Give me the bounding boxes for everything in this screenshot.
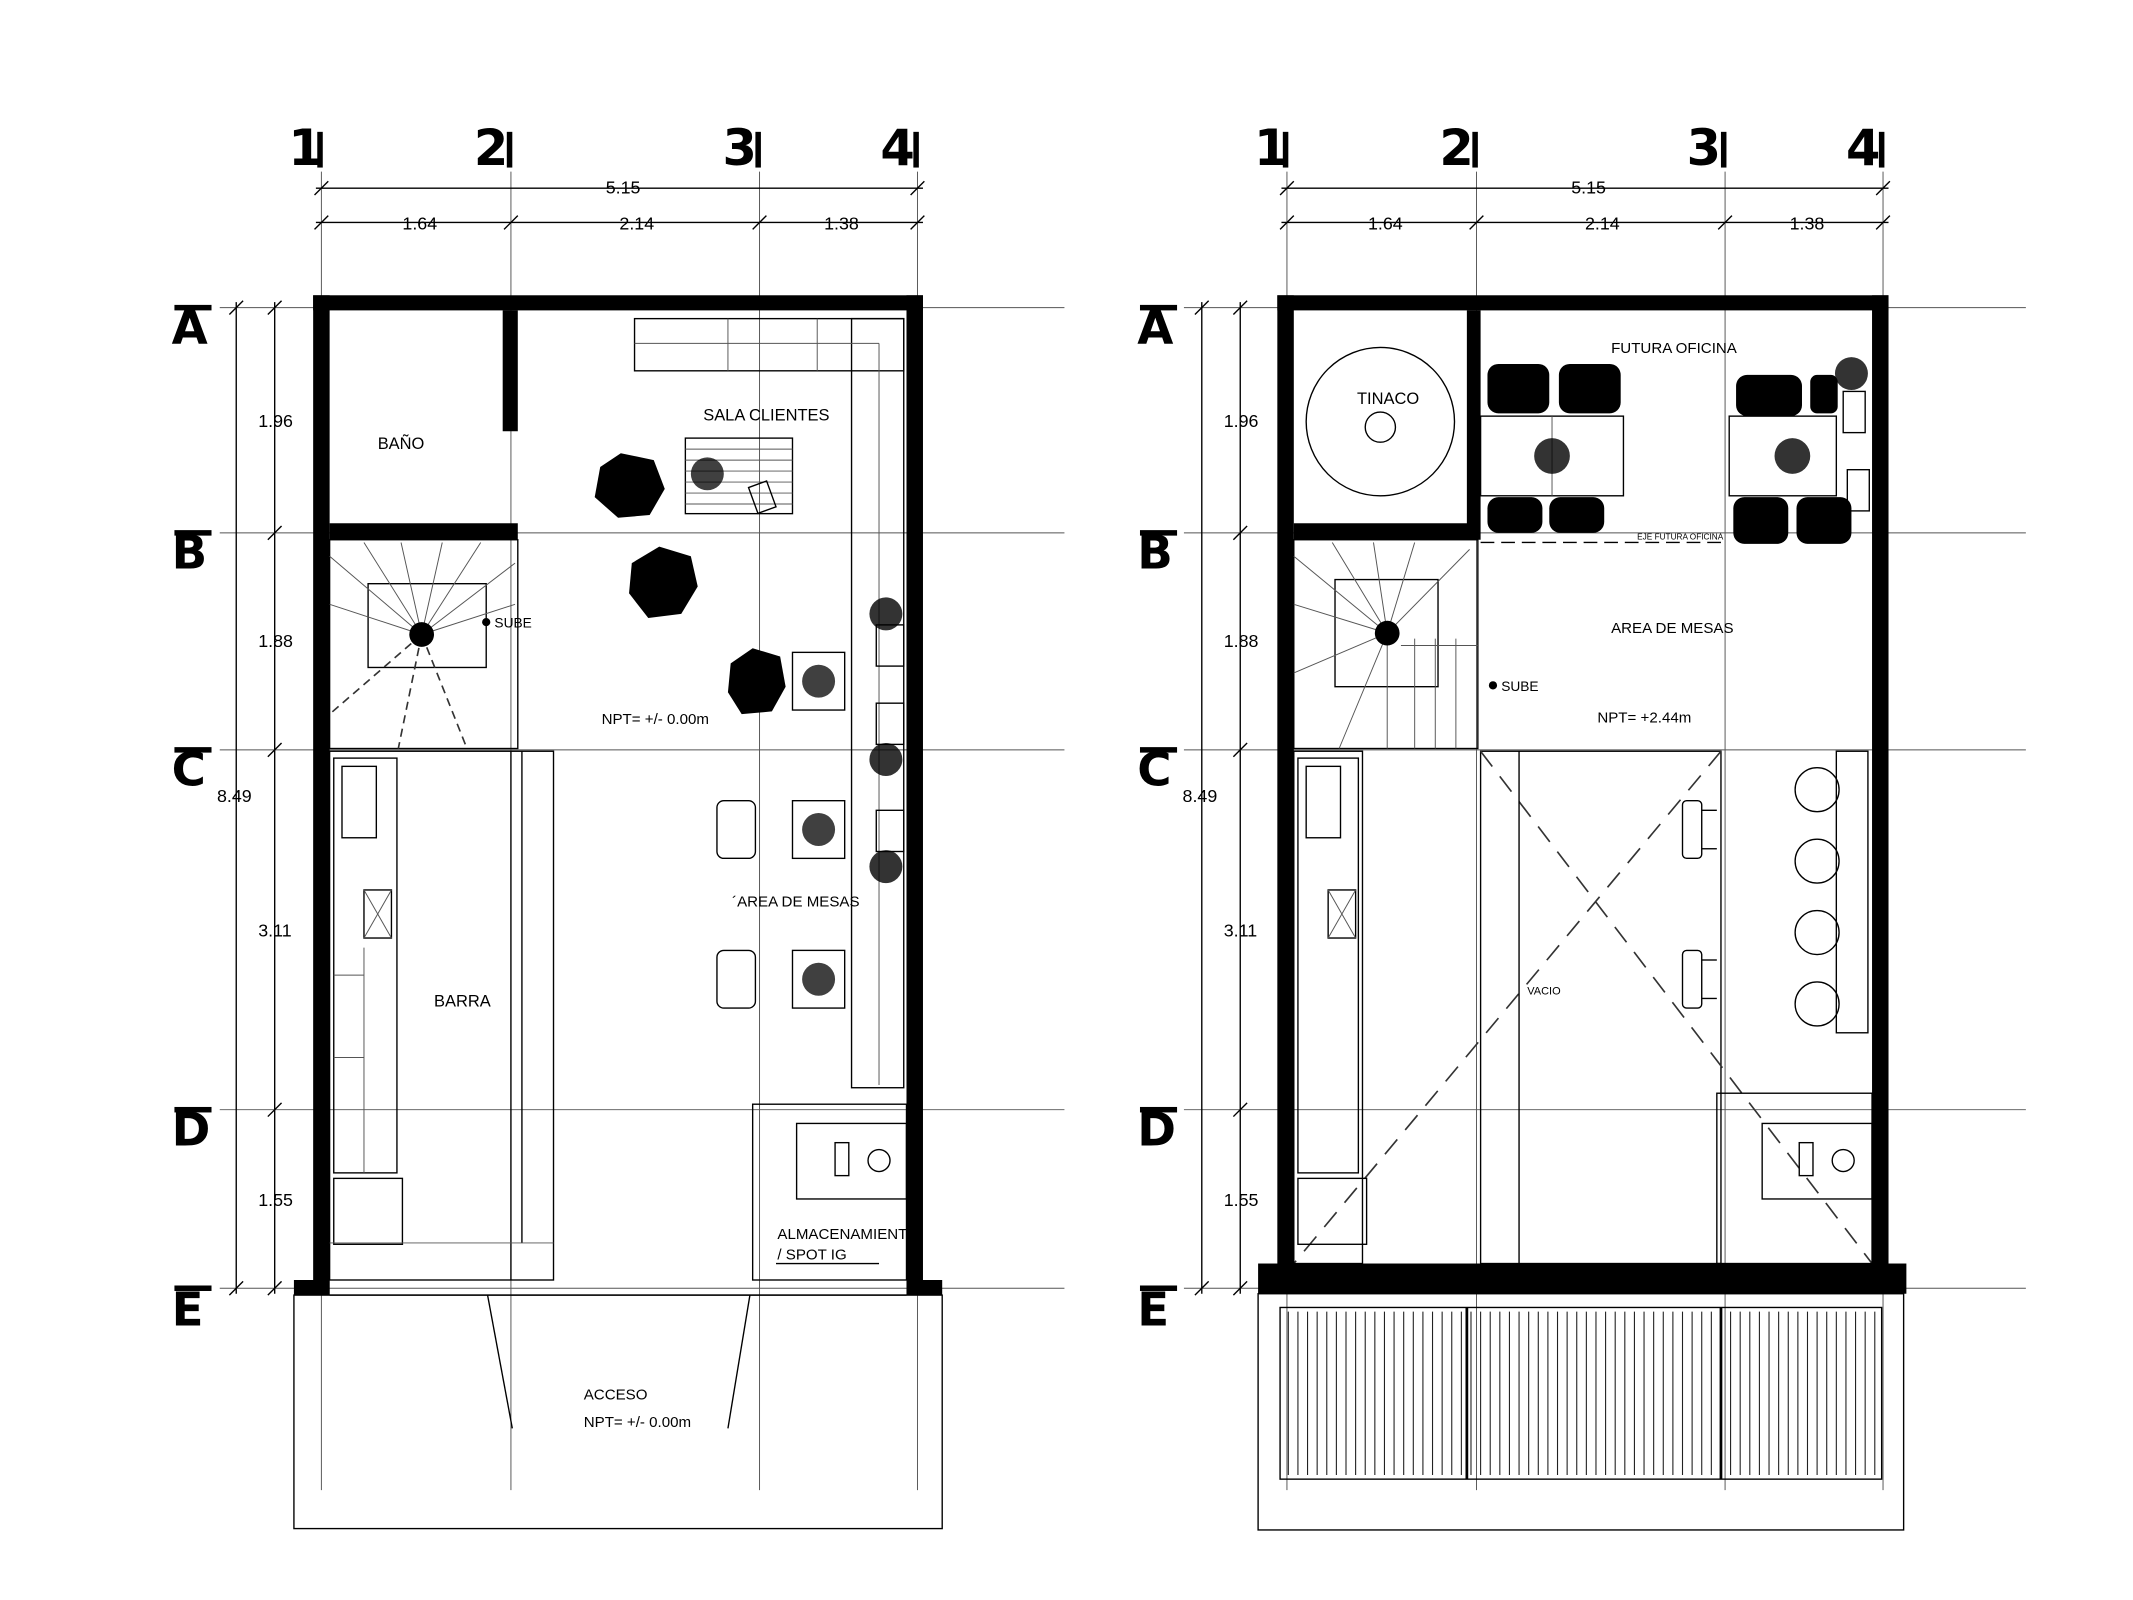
dim-height-1: 1.96 — [258, 411, 293, 431]
npt-label: NPT= +/- 0.00m — [602, 711, 709, 728]
axis-number-4: 4 — [880, 119, 914, 177]
storage — [751, 1103, 908, 1281]
office-chair — [1810, 374, 1838, 414]
dim-total-height-right: 8.49 — [1183, 786, 1218, 806]
dim-total-width: 5.15 — [606, 178, 641, 198]
dim-height-3-right: 3.11 — [1224, 921, 1257, 941]
dimension-vertical: 8.49 1.96 1.88 3.11 1.55 — [217, 300, 293, 1296]
side-tables — [716, 651, 846, 1009]
office-chair — [1558, 363, 1621, 414]
armchair-2 — [629, 546, 698, 619]
room-label-futura-oficina: FUTURA OFICINA — [1611, 340, 1738, 357]
npt-label-right: NPT= +2.44m — [1597, 709, 1691, 726]
grid-lines-horizontal — [219, 307, 1065, 1289]
stair-center-dot — [409, 622, 435, 647]
sube-label-right: SUBE — [1501, 679, 1538, 694]
dim-height-4: 1.55 — [258, 1190, 293, 1210]
axis-number-3: 3 — [722, 119, 756, 177]
office-chair — [1487, 497, 1543, 533]
access-area — [293, 1294, 943, 1530]
dim-width-1: 1.64 — [402, 213, 437, 233]
room-label-tinaco: TINACO — [1357, 390, 1419, 408]
office-chair — [1733, 497, 1789, 544]
npt-acceso-label: NPT= +/- 0.00m — [584, 1414, 691, 1431]
sube-label: SUBE — [494, 616, 531, 631]
room-label-spot-ig: / SPOT IG — [777, 1246, 846, 1263]
dim-height-2: 1.88 — [258, 631, 293, 651]
planters — [869, 597, 905, 884]
dim-width-2: 2.14 — [619, 213, 654, 233]
plan-upper-floor: 1 2 3 4 5.15 1.64 2.14 1 — [1137, 119, 2026, 1531]
axis-letter-e-right: E — [1137, 1283, 1169, 1337]
room-label-area-mesas: ´AREA DE MESAS — [732, 893, 860, 910]
axis-number-2: 2 — [474, 119, 508, 177]
dim-height-3: 3.11 — [258, 921, 291, 941]
stair-center-dot-right — [1374, 620, 1400, 646]
axis-letters-right: A B C D E — [1137, 301, 1178, 1337]
dim-total-width-right: 5.15 — [1571, 178, 1606, 198]
dim-total-height: 8.49 — [217, 786, 252, 806]
dim-height-2-right: 1.88 — [1224, 631, 1259, 651]
sube-dot — [482, 618, 491, 627]
stair-right: SUBE — [1293, 539, 1539, 750]
pergola-slats — [1257, 1293, 1905, 1531]
tinaco — [1305, 346, 1456, 497]
plan-ground-floor: 1 2 3 4 5.15 1.64 2. — [172, 119, 1065, 1530]
dimension-vertical-right: 8.49 1.96 1.88 3.11 1.55 — [1183, 300, 1259, 1296]
dimension-horizontal-right: 5.15 1.64 2.14 1.38 — [1279, 178, 1891, 233]
axis-numbers: 1 2 3 4 — [288, 119, 919, 177]
room-label-area-mesas-right: AREA DE MESAS — [1611, 620, 1733, 637]
office-desks — [1479, 357, 1870, 544]
dim-height-1-right: 1.96 — [1224, 411, 1259, 431]
office-chair — [1796, 497, 1852, 544]
armchairs — [594, 453, 786, 715]
dim-width-2-right: 2.14 — [1585, 213, 1620, 233]
stair: SUBE — [328, 539, 532, 750]
room-label-bano: BAÑO — [378, 433, 425, 453]
office-chair — [1736, 374, 1802, 417]
dimension-horizontal: 5.15 1.64 2.14 1.38 — [314, 178, 925, 233]
armchair-3 — [727, 648, 786, 715]
dim-width-1-right: 1.64 — [1368, 213, 1403, 233]
void-area — [1293, 750, 1873, 1265]
bar-stools-right — [1681, 750, 1869, 1034]
axis-letter-e: E — [172, 1283, 204, 1337]
dim-height-4-right: 1.55 — [1224, 1190, 1259, 1210]
axis-number-1-right: 1 — [1254, 119, 1288, 177]
axis-number-4-right: 4 — [1846, 119, 1880, 177]
eje-futura-oficina-label: EJE FUTURA OFICINA — [1637, 533, 1724, 542]
storage-right — [1716, 1092, 1873, 1265]
armchair-1 — [594, 453, 665, 518]
coffee-table — [684, 437, 794, 515]
bar-counter — [328, 750, 555, 1281]
axis-numbers-right: 1 2 3 4 — [1254, 119, 1885, 177]
room-label-vacio: VACIO — [1527, 985, 1560, 997]
axis-number-3-right: 3 — [1687, 119, 1721, 177]
office-chair — [1487, 363, 1550, 414]
axis-number-2-right: 2 — [1439, 119, 1473, 177]
sube-dot-right — [1488, 681, 1498, 690]
walls-right — [1258, 295, 1907, 1294]
walls — [293, 295, 943, 1296]
office-chair — [1549, 497, 1605, 533]
room-label-almacenamiento: ALMACENAMIENTO — [777, 1226, 919, 1243]
room-label-sala-clientes: SALA CLIENTES — [703, 406, 829, 424]
room-label-barra: BARRA — [434, 993, 491, 1011]
grid-lines-horizontal-right — [1183, 307, 2026, 1289]
dim-width-3: 1.38 — [824, 213, 859, 233]
dim-width-3-right: 1.38 — [1790, 213, 1825, 233]
bar-below-right — [1293, 750, 1368, 1265]
axis-number-1: 1 — [288, 119, 322, 177]
axis-letters: A B C D E — [172, 301, 212, 1337]
room-label-acceso: ACCESO — [584, 1386, 648, 1403]
